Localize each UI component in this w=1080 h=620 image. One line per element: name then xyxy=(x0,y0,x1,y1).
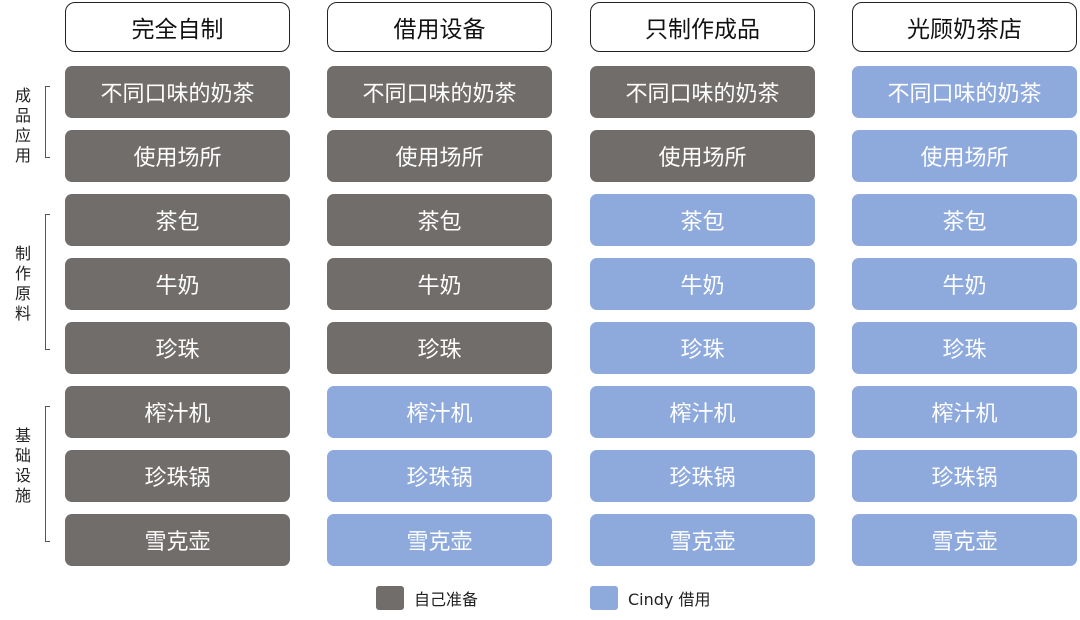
item-cell: 雪克壶 xyxy=(590,514,815,566)
item-cell: 珍珠锅 xyxy=(590,450,815,502)
item-cell: 茶包 xyxy=(590,194,815,246)
item-cell: 茶包 xyxy=(327,194,552,246)
item-cell: 雪克壶 xyxy=(327,514,552,566)
item-cell: 榨汁机 xyxy=(65,386,290,438)
item-cell: 珍珠锅 xyxy=(65,450,290,502)
legend-swatch xyxy=(376,586,404,610)
item-cell: 珍珠锅 xyxy=(327,450,552,502)
item-cell: 珍珠 xyxy=(65,322,290,374)
item-cell: 雪克壶 xyxy=(852,514,1077,566)
item-cell: 茶包 xyxy=(852,194,1077,246)
item-cell: 榨汁机 xyxy=(590,386,815,438)
item-cell: 牛奶 xyxy=(65,258,290,310)
item-cell: 榨汁机 xyxy=(327,386,552,438)
item-cell: 珍珠 xyxy=(327,322,552,374)
column-header: 完全自制 xyxy=(65,2,290,52)
item-cell: 雪克壶 xyxy=(65,514,290,566)
item-cell: 牛奶 xyxy=(327,258,552,310)
item-cell: 不同口味的奶茶 xyxy=(327,66,552,118)
legend-swatch xyxy=(590,586,618,610)
item-cell: 使用场所 xyxy=(590,130,815,182)
group-label: 成品应用 xyxy=(14,86,31,165)
item-cell: 不同口味的奶茶 xyxy=(65,66,290,118)
item-cell: 不同口味的奶茶 xyxy=(852,66,1077,118)
item-cell: 牛奶 xyxy=(852,258,1077,310)
item-cell: 使用场所 xyxy=(327,130,552,182)
group-label: 制作原料 xyxy=(14,244,31,323)
legend-label: 自己准备 xyxy=(414,590,479,609)
legend-item: Cindy 借用 xyxy=(590,585,710,611)
group-bracket xyxy=(45,406,50,542)
item-cell: 珍珠 xyxy=(590,322,815,374)
item-cell: 榨汁机 xyxy=(852,386,1077,438)
legend-item: 自己准备 xyxy=(376,585,478,611)
group-bracket xyxy=(45,214,50,350)
item-cell: 茶包 xyxy=(65,194,290,246)
item-cell: 使用场所 xyxy=(852,130,1077,182)
column-header: 光顾奶茶店 xyxy=(852,2,1077,52)
item-cell: 不同口味的奶茶 xyxy=(590,66,815,118)
column-header: 只制作成品 xyxy=(590,2,815,52)
item-cell: 使用场所 xyxy=(65,130,290,182)
item-cell: 珍珠 xyxy=(852,322,1077,374)
item-cell: 牛奶 xyxy=(590,258,815,310)
column-header: 借用设备 xyxy=(327,2,552,52)
item-cell: 珍珠锅 xyxy=(852,450,1077,502)
legend-label: Cindy 借用 xyxy=(628,590,711,609)
group-label: 基础设施 xyxy=(14,426,31,505)
group-bracket xyxy=(45,86,50,158)
